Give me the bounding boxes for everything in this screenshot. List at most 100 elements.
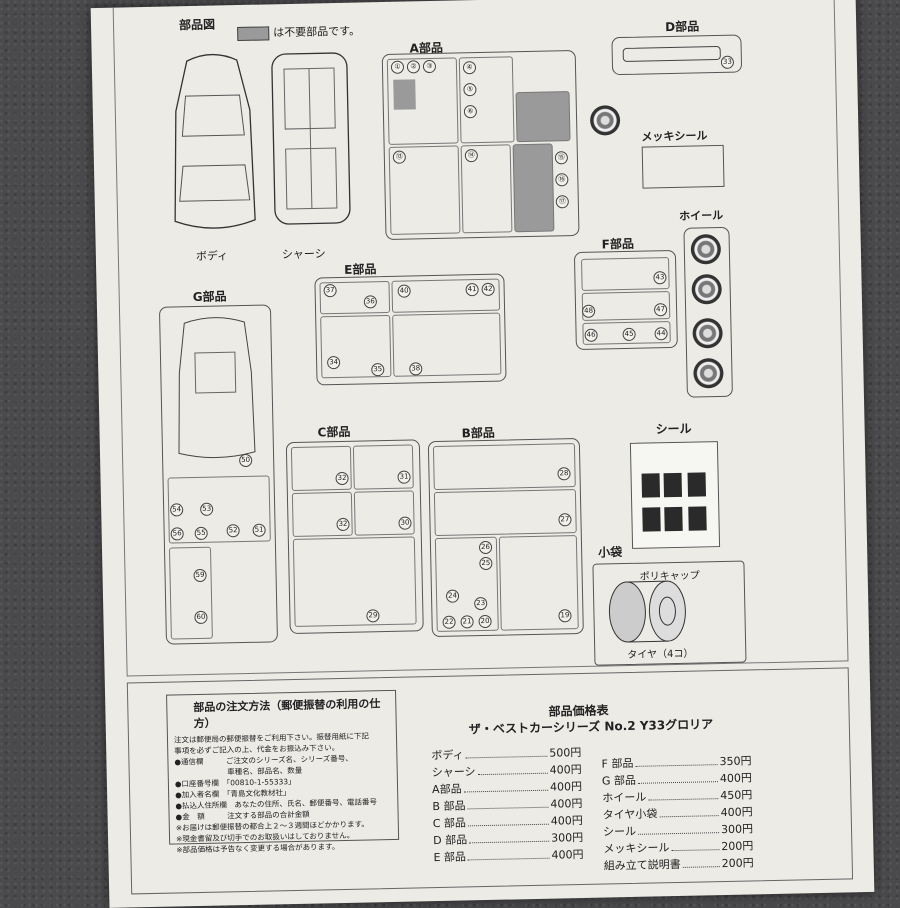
e-parts-label: E部品 bbox=[344, 262, 377, 277]
e-parts-frame: 37 36 40 41 42 34 35 38 bbox=[314, 273, 507, 386]
c-cell-interior bbox=[292, 536, 417, 627]
leader-dots bbox=[659, 804, 719, 818]
price-row: タイヤ小袋 400円 bbox=[602, 803, 753, 822]
price-item-name: ボディ bbox=[431, 748, 464, 763]
price-item-value: 350円 bbox=[719, 754, 752, 769]
wheel-part bbox=[693, 357, 724, 389]
a-parts-frame: ① ② ③ ④ ⑤ ⑥ ⑬ ⑭ ⑮ ⑯ ⑰ bbox=[381, 49, 580, 240]
tire-label: タイヤ（4コ） bbox=[627, 648, 694, 662]
order-method-title: 部品の注文方法（郵便振替の利用の仕方） bbox=[193, 697, 381, 731]
wheel-part bbox=[692, 317, 723, 349]
a-unused-cell bbox=[515, 91, 571, 143]
price-row: ホイール 450円 bbox=[602, 786, 752, 805]
leader-dots bbox=[467, 795, 549, 810]
price-item-name: シール bbox=[602, 824, 637, 839]
c-parts-frame: 32 31 32 30 29 bbox=[285, 439, 424, 635]
parts-diagram-title: 部品図 bbox=[178, 17, 216, 33]
chassis-outline-icon bbox=[271, 52, 351, 225]
leader-dots bbox=[467, 812, 549, 827]
b-cell-door-2 bbox=[433, 489, 577, 537]
price-row: A部品 400円 bbox=[432, 778, 582, 797]
a-unused-cell-2 bbox=[512, 143, 555, 233]
chassis-label: シャーシ bbox=[281, 247, 326, 262]
price-item-value: 400円 bbox=[549, 779, 583, 794]
leader-dots bbox=[648, 787, 719, 801]
price-row: 組み立て説明書 200円 bbox=[604, 854, 754, 873]
a-unused-part bbox=[393, 79, 416, 110]
price-item-value: 200円 bbox=[721, 839, 754, 854]
price-item-value: 400円 bbox=[550, 813, 583, 828]
leader-dots bbox=[682, 855, 720, 868]
b-parts-frame: 28 27 26 25 24 23 22 21 20 19 bbox=[427, 437, 584, 638]
leader-dots bbox=[637, 770, 719, 784]
price-row: G 部品 400円 bbox=[602, 769, 752, 788]
tire-icon bbox=[608, 580, 686, 643]
price-item-value: 400円 bbox=[549, 762, 582, 777]
b-cell-door-1 bbox=[432, 443, 576, 491]
g-body-shell-icon bbox=[178, 317, 256, 459]
front-grille-part bbox=[622, 45, 721, 62]
leader-dots bbox=[468, 829, 550, 844]
g-parts-label: G部品 bbox=[192, 289, 227, 305]
wheel-part bbox=[690, 233, 722, 265]
price-item-name: C 部品 bbox=[432, 816, 467, 831]
body-outline-icon bbox=[174, 53, 256, 229]
instruction-sheet: 部品図 は不要部品です。 ボディ シャーシ A部品 ① ② ③ ④ ⑤ ⑥ ⑬ … bbox=[90, 0, 875, 908]
leader-dots bbox=[635, 753, 718, 767]
plating-seal-box bbox=[641, 144, 725, 189]
leader-dots bbox=[637, 821, 720, 835]
small-bag-frame: ポリキャップ タイヤ（4コ） bbox=[592, 560, 747, 666]
part-number: 50 bbox=[239, 453, 253, 468]
seal-label: シール bbox=[655, 421, 692, 437]
plating-seal-label: メッキシール bbox=[641, 129, 708, 144]
leader-dots bbox=[463, 778, 549, 793]
f-parts-label: F部品 bbox=[601, 236, 635, 252]
price-item-value: 400円 bbox=[720, 805, 753, 820]
part-number: ⑮ bbox=[554, 151, 569, 165]
price-row: E 部品 400円 bbox=[433, 846, 584, 865]
body-label: ボディ bbox=[195, 249, 229, 263]
c-parts-label: C部品 bbox=[317, 424, 351, 440]
price-item-name: A部品 bbox=[431, 782, 462, 797]
price-item-name: シャーシ bbox=[431, 765, 476, 780]
price-item-value: 300円 bbox=[551, 830, 584, 845]
f-parts-frame: 43 48 47 46 45 44 bbox=[573, 249, 678, 351]
price-item-name: メッキシール bbox=[603, 841, 670, 856]
wheel-runner-frame bbox=[683, 226, 733, 398]
price-row: F 部品 350円 bbox=[601, 752, 752, 771]
price-item-value: 500円 bbox=[549, 745, 582, 760]
leader-dots bbox=[465, 744, 548, 759]
price-item-value: 200円 bbox=[721, 856, 754, 871]
price-item-name: 組み立て説明書 bbox=[603, 857, 681, 873]
g-parts-frame: 50 54 53 56 55 52 51 59 60 bbox=[158, 304, 278, 645]
price-item-name: E 部品 bbox=[433, 850, 467, 865]
info-panel: 部品の注文方法（郵便振替の利用の仕方） 注文は郵便局の郵便振替をご利用下さい。振… bbox=[126, 667, 854, 895]
price-item-name: ホイール bbox=[602, 790, 647, 805]
price-row: ボディ 500円 bbox=[431, 744, 581, 763]
g-cell-windows bbox=[168, 546, 213, 640]
unused-part-swatch bbox=[237, 26, 270, 42]
price-item-name: B 部品 bbox=[432, 799, 466, 814]
d-parts-label: D部品 bbox=[665, 19, 700, 35]
price-row: C 部品 400円 bbox=[433, 812, 583, 831]
price-item-value: 400円 bbox=[551, 847, 584, 862]
d-parts-frame: 33 bbox=[611, 34, 743, 76]
price-row: シャーシ 400円 bbox=[432, 761, 582, 780]
price-item-value: 450円 bbox=[720, 788, 753, 803]
small-bag-label: 小袋 bbox=[598, 545, 623, 560]
price-item-name: G 部品 bbox=[601, 773, 637, 788]
price-item-value: 400円 bbox=[550, 796, 583, 811]
price-item-name: タイヤ小袋 bbox=[602, 807, 658, 822]
part-number: 33 bbox=[720, 55, 735, 69]
price-item-value: 400円 bbox=[719, 771, 753, 786]
price-item-name: F 部品 bbox=[601, 756, 634, 771]
wheel-label: ホイール bbox=[679, 208, 724, 223]
part-number: ⑯ bbox=[555, 173, 569, 187]
order-method-box: 部品の注文方法（郵便振替の利用の仕方） 注文は郵便局の郵便振替をご利用下さい。振… bbox=[166, 689, 400, 854]
legend-note: は不要部品です。 bbox=[273, 24, 361, 40]
seal-sheet bbox=[629, 441, 721, 549]
price-table-series: ザ・ベストカーシリーズ No.2 Y33グロリア bbox=[468, 717, 714, 737]
wheel-part bbox=[691, 273, 722, 305]
